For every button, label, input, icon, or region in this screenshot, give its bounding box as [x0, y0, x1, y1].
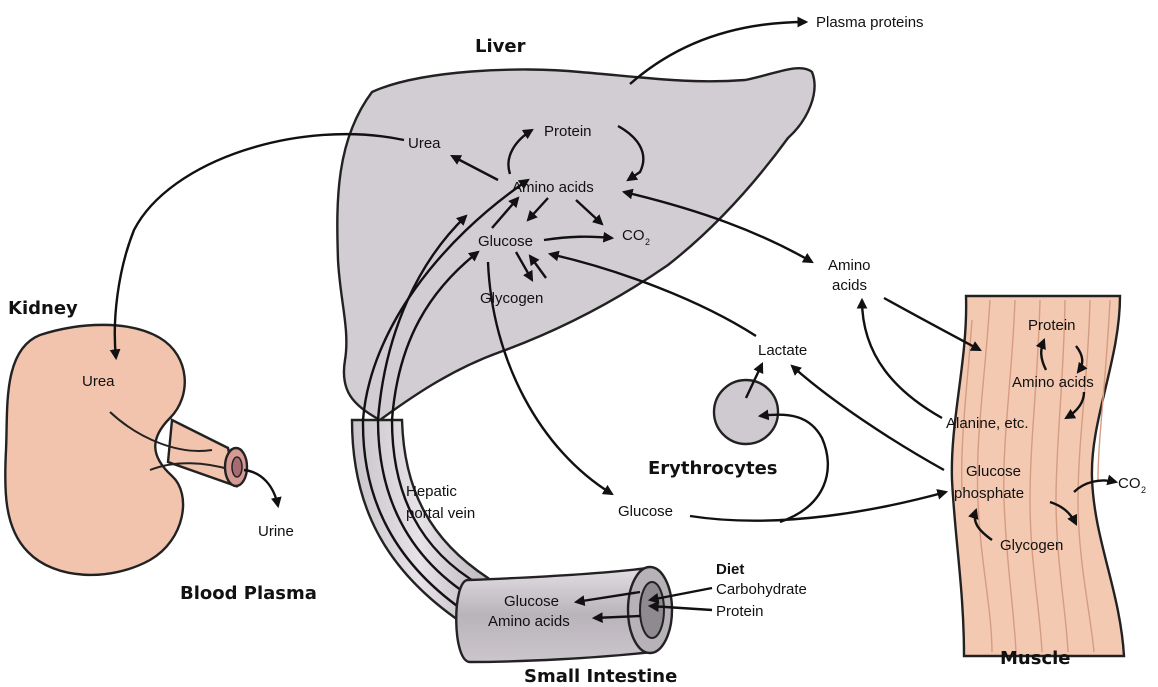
liver-urea-label: Urea: [408, 135, 441, 152]
liver-organ: [337, 68, 814, 420]
ureter-lumen: [232, 457, 242, 477]
arrow-muscle-to-lactate: [792, 366, 944, 470]
liver-shape: [337, 68, 814, 420]
intestine-opening-inner: [640, 582, 664, 638]
muscle-phosphate-label: phosphate: [954, 485, 1024, 502]
carbohydrate-label: Carbohydrate: [716, 581, 807, 598]
arrow-alanine-to-amino: [862, 300, 942, 418]
kidney-urea-label: Urea: [82, 373, 115, 390]
alanine-label: Alanine, etc.: [946, 415, 1029, 432]
small-intestine-title: Small Intestine: [524, 666, 677, 687]
intestine-amino-acids-label: Amino acids: [488, 613, 570, 630]
hepatic-label-2: portal vein: [406, 505, 475, 522]
intestine-glucose-label: Glucose: [504, 593, 559, 610]
hepatic-label-1: Hepatic: [406, 483, 457, 500]
liver-protein-label: Protein: [544, 123, 592, 140]
liver-glycogen-label: Glycogen: [480, 290, 543, 307]
plasma-amino-label-2: acids: [832, 277, 867, 294]
liver-glucose-label: Glucose: [478, 233, 533, 250]
liver-title: Liver: [475, 36, 526, 57]
liver-co2-label: CO: [622, 227, 645, 244]
plasma-proteins-label: Plasma proteins: [816, 14, 924, 31]
plasma-glucose-label: Glucose: [618, 503, 673, 520]
erythrocytes-title: Erythrocytes: [648, 458, 778, 479]
muscle-co2-label: CO: [1118, 475, 1141, 492]
urine-label: Urine: [258, 523, 294, 540]
blood-plasma-title: Blood Plasma: [180, 583, 317, 604]
lactate-label: Lactate: [758, 342, 807, 359]
muscle-co2-subscript: 2: [1141, 485, 1146, 495]
muscle-title: Muscle: [1000, 648, 1071, 669]
plasma-amino-label-1: Amino: [828, 257, 871, 274]
kidney-organ: [5, 325, 247, 575]
diet-protein-label: Protein: [716, 603, 764, 620]
kidney-title: Kidney: [8, 298, 78, 319]
muscle-protein-label: Protein: [1028, 317, 1076, 334]
muscle-glucose-label: Glucose: [966, 463, 1021, 480]
liver-amino-acids-label: Amino acids: [512, 179, 594, 196]
arrow-to-urine: [244, 470, 278, 506]
liver-co2-subscript: 2: [645, 237, 650, 247]
kidney-shape: [5, 325, 185, 575]
muscle-amino-acids-label: Amino acids: [1012, 374, 1094, 391]
erythrocyte-cell: [714, 380, 778, 444]
muscle-glycogen-label: Glycogen: [1000, 537, 1063, 554]
diet-label: Diet: [716, 561, 744, 578]
